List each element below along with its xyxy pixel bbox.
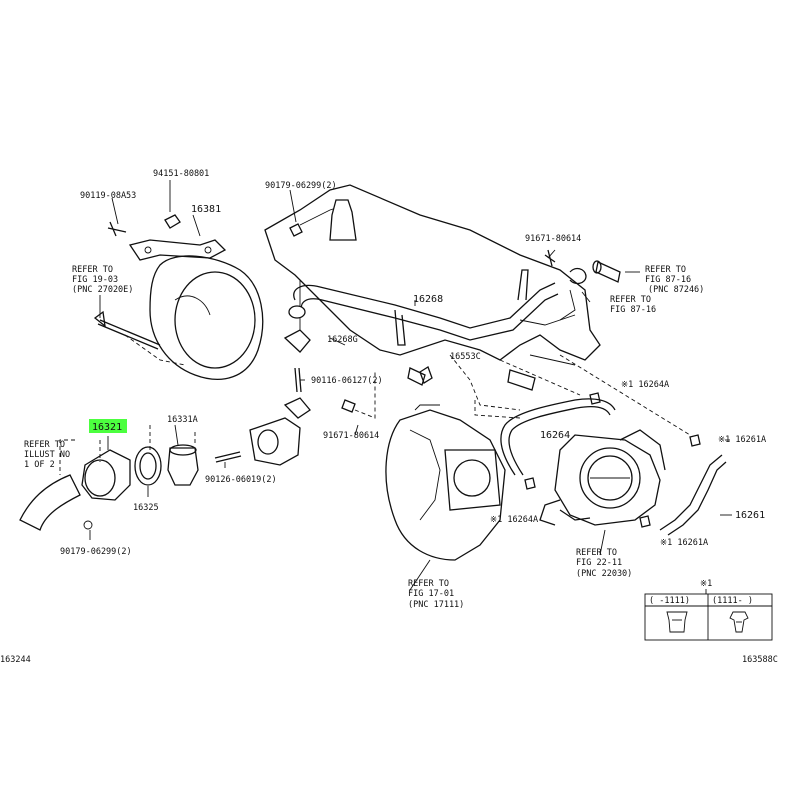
refer-87b-line2: FIG 87-16 xyxy=(610,305,656,315)
label-16264a-bottom: ※1 16264A xyxy=(490,515,538,525)
label-16553c: 16553C xyxy=(450,352,481,362)
leader-lines xyxy=(89,180,732,591)
refer-illust-line3: 1 OF 2 xyxy=(24,460,55,470)
label-16268g: 16268G xyxy=(327,335,358,345)
refer-87b-line1: REFER TO xyxy=(610,295,651,305)
refer-19-line1: REFER TO xyxy=(72,265,113,275)
small-hose-top-right xyxy=(544,249,621,285)
legend-clamp-new xyxy=(729,611,749,633)
label-94151-80801: 94151-80801 xyxy=(153,169,209,179)
label-91671-80614-top: 91671-80614 xyxy=(525,234,581,244)
label-16268: 16268 xyxy=(413,294,443,305)
refer-22-line2: FIG 22-11 xyxy=(576,558,622,568)
legend-col1: ( -1111) xyxy=(649,596,690,606)
label-90179-06299-top: 90179-06299(2) xyxy=(265,181,337,191)
footer-left-code: 163244 xyxy=(0,655,31,665)
refer-17-line3: (PNC 17111) xyxy=(408,600,464,610)
label-16261a-bottom: ※1 16261A xyxy=(660,538,708,548)
refer-87a-line3: (PNC 87246) xyxy=(648,285,704,295)
footer-codes: 163244 163588C xyxy=(0,655,778,665)
refer-87a-line1: REFER TO xyxy=(645,265,686,275)
thermostat-group-drawing xyxy=(19,397,311,531)
label-90116-06127: 90116-06127(2) xyxy=(311,376,383,386)
refer-illust-line1: REFER TO xyxy=(24,440,65,450)
throttle-body-drawing xyxy=(539,429,666,526)
label-16325: 16325 xyxy=(133,503,159,513)
upper-block-drawing xyxy=(264,184,601,361)
label-16261a-top: ※1 16261A xyxy=(718,435,766,445)
legend-marker: ※1 xyxy=(700,579,712,589)
label-16321: 16321 xyxy=(92,422,122,433)
refer-labels: REFER TO FIG 19-03 (PNC 27020E) REFER TO… xyxy=(24,265,704,610)
legend-box: ※1 ( -1111) (1111- ) xyxy=(644,579,773,641)
label-16264a-top: ※1 16264A xyxy=(621,380,669,390)
refer-22-line1: REFER TO xyxy=(576,548,617,558)
bypass-pipe-drawing xyxy=(288,269,559,346)
refer-22-line3: (PNC 22030) xyxy=(576,569,632,579)
label-16261: 16261 xyxy=(735,510,765,521)
refer-87a-line2: FIG 87-16 xyxy=(645,275,691,285)
alternator-drawing xyxy=(93,214,264,380)
hose-16261-drawing xyxy=(659,454,727,536)
lower-manifold-drawing xyxy=(385,366,506,561)
label-16381: 16381 xyxy=(191,204,221,215)
refer-19-line2: FIG 19-03 xyxy=(72,275,118,285)
label-91671-80614-mid: 91671-80614 xyxy=(323,431,379,441)
label-90119-08a53: 90119-08A53 xyxy=(80,191,136,201)
footer-right-code: 163588C xyxy=(742,655,778,665)
label-16264: 16264 xyxy=(540,430,570,441)
label-16331a: 16331A xyxy=(167,415,198,425)
legend-col2: (1111- ) xyxy=(712,596,753,606)
label-90179-06299-bottom: 90179-06299(2) xyxy=(60,547,132,557)
refer-17-line2: FIG 17-01 xyxy=(408,589,454,599)
part-labels: 94151-80801 90119-08A53 16381 90179-0629… xyxy=(60,169,766,557)
label-90126-06019: 90126-06019(2) xyxy=(205,475,277,485)
refer-illust-line2: ILLUST NO xyxy=(24,450,70,460)
refer-17-line1: REFER TO xyxy=(408,579,449,589)
legend-clamp-old xyxy=(666,611,688,633)
label-highlight xyxy=(89,419,127,433)
refer-19-line3: (PNC 27020E) xyxy=(72,285,133,295)
